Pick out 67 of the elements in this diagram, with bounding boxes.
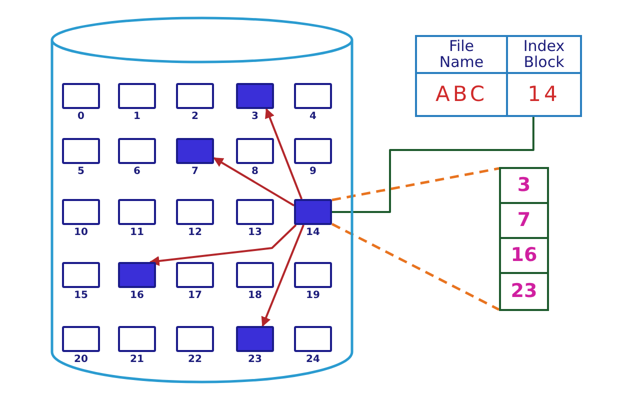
disk-block — [62, 326, 100, 352]
disk-block — [294, 262, 332, 288]
block-number: 19 — [305, 290, 321, 302]
arrow — [213, 157, 295, 206]
disk-block — [62, 199, 100, 225]
header-cell: Index Block — [506, 35, 582, 74]
index-entry-cell: 3 — [501, 169, 547, 204]
block-number: 21 — [129, 354, 145, 366]
block-number: 11 — [129, 227, 145, 239]
disk-block — [176, 199, 214, 225]
data-cell: ABC — [415, 72, 508, 117]
block-number: 10 — [73, 227, 89, 239]
disk-block — [118, 326, 156, 352]
disk-block — [176, 83, 214, 109]
header-cell: File Name — [415, 35, 508, 74]
arrow — [265, 108, 303, 200]
disk-block — [118, 199, 156, 225]
index-entry-cell: 16 — [501, 239, 547, 274]
block-number: 16 — [129, 290, 145, 302]
block-number: 13 — [247, 227, 263, 239]
disk-block — [294, 326, 332, 352]
index-entry-cell: 7 — [501, 204, 547, 239]
disk-block — [62, 83, 100, 109]
block-number: 14 — [305, 227, 321, 239]
filled-disk-block — [118, 262, 156, 288]
block-number: 9 — [308, 166, 318, 178]
arrow — [149, 224, 297, 266]
disk-block — [118, 138, 156, 164]
block-number: 20 — [73, 354, 89, 366]
block-number: 5 — [76, 166, 86, 178]
block-number: 24 — [305, 354, 321, 366]
disk-block — [62, 138, 100, 164]
dashed-line — [332, 167, 500, 202]
disk-block — [294, 83, 332, 109]
disk-block — [118, 83, 156, 109]
disk-block — [236, 138, 274, 164]
block-number: 12 — [187, 227, 203, 239]
block-number: 17 — [187, 290, 203, 302]
block-number: 2 — [190, 111, 200, 123]
block-number: 4 — [308, 111, 318, 123]
disk-block — [294, 138, 332, 164]
disk-cylinder — [50, 16, 354, 386]
disk-block — [176, 326, 214, 352]
block-number: 1 — [132, 111, 142, 123]
connector-line — [332, 117, 534, 213]
index-block-table — [499, 167, 549, 311]
block-number: 22 — [187, 354, 203, 366]
block-number: 7 — [190, 166, 200, 178]
arrow — [261, 224, 304, 327]
filled-disk-block — [236, 326, 274, 352]
block-number: 18 — [247, 290, 263, 302]
filled-disk-block — [236, 83, 274, 109]
block-number: 3 — [250, 111, 260, 123]
disk-block — [62, 262, 100, 288]
filled-disk-block — [294, 199, 332, 225]
filled-disk-block — [176, 138, 214, 164]
block-number: 6 — [132, 166, 142, 178]
block-number: 0 — [76, 111, 86, 123]
block-number: 8 — [250, 166, 260, 178]
disk-block — [236, 199, 274, 225]
block-number: 23 — [247, 354, 263, 366]
disk-block — [236, 262, 274, 288]
index-entry-cell: 23 — [501, 274, 547, 309]
block-number: 15 — [73, 290, 89, 302]
data-cell: 14 — [506, 72, 582, 117]
dashed-line — [331, 222, 500, 311]
disk-block — [176, 262, 214, 288]
